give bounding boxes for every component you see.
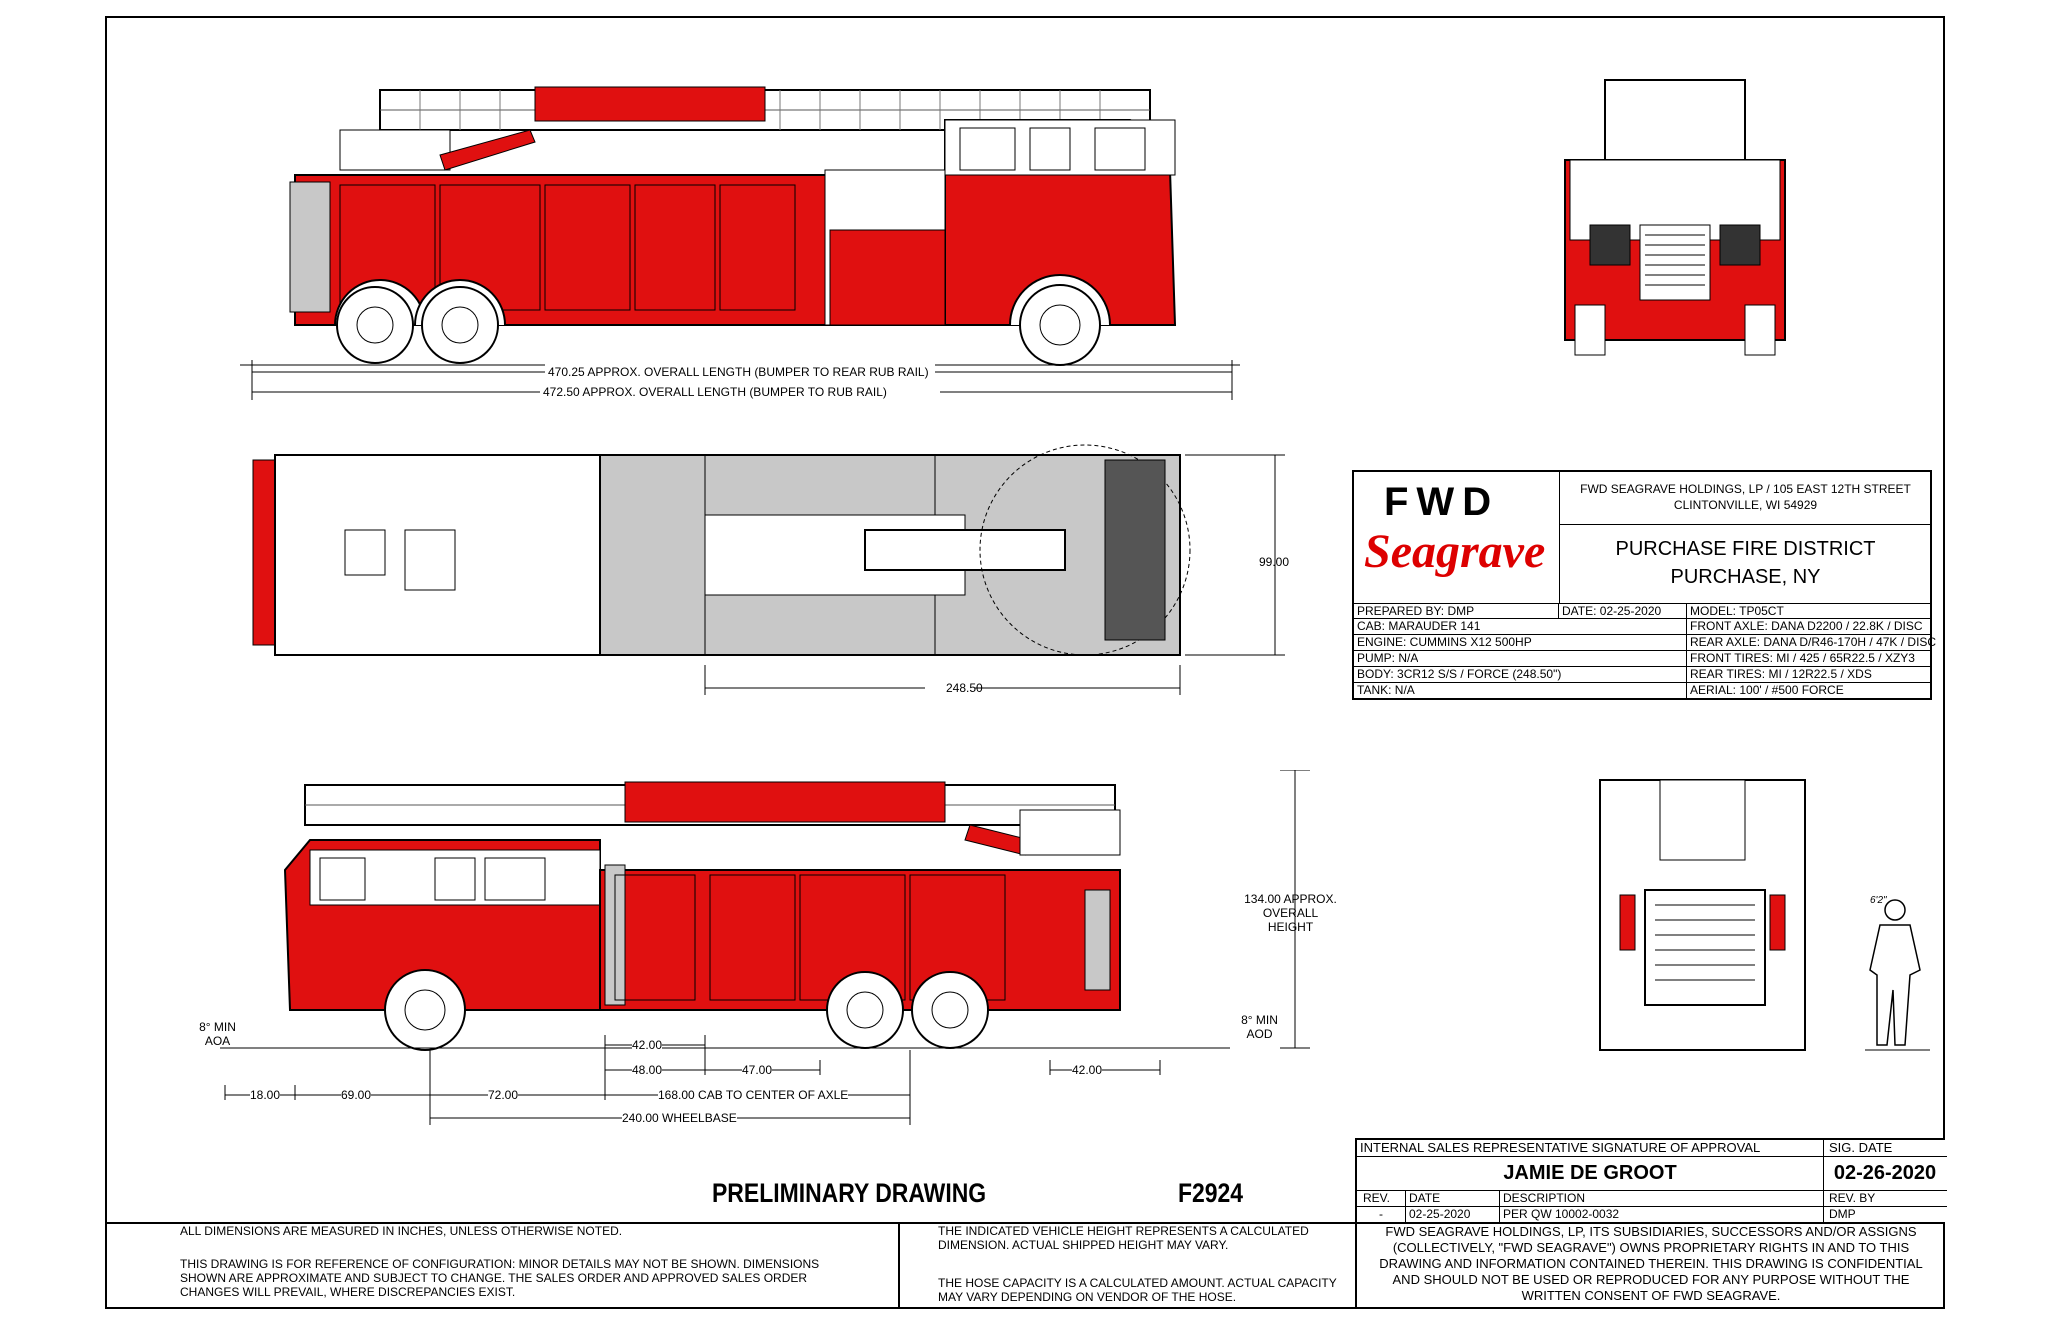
pump-spec: PUMP: N/A	[1357, 651, 1419, 665]
top-view	[252, 444, 1285, 696]
customer-line1: PURCHASE FIRE DISTRICT	[1615, 538, 1876, 560]
date-label: DATE	[1409, 1191, 1441, 1205]
dim-48: 48.00	[632, 1063, 663, 1077]
note-2: THIS DRAWING IS FOR REFERENCE OF CONFIGU…	[180, 1257, 820, 1299]
ladder-red-section-2	[624, 781, 946, 823]
signature-date: 02-26-2020	[1833, 1162, 1937, 1184]
dim-42b: 42.00	[1072, 1063, 1103, 1077]
aoa-label: 8° MIN AOA	[199, 1020, 236, 1048]
date: DATE: 02-25-2020	[1562, 604, 1662, 618]
title-block: FWD Seagrave FWD SEAGRAVE HOLDINGS, LP /…	[1352, 470, 1936, 700]
fwd-logo: FWD	[1384, 480, 1500, 524]
dim-240: 240.00 WHEELBASE	[622, 1111, 737, 1125]
aod-label: 8° MIN AOD	[1241, 1013, 1278, 1041]
approver-name: JAMIE DE GROOT	[1503, 1162, 1677, 1184]
model: MODEL: TP05CT	[1690, 604, 1784, 618]
rev-by-label: REV. BY	[1829, 1191, 1876, 1205]
dim-168: 168.00 CAB TO CENTER OF AXLE	[658, 1088, 849, 1102]
length-rub-label: 472.50 APPROX. OVERALL LENGTH (BUMPER TO…	[543, 385, 887, 399]
front-axle-spec: FRONT AXLE: DANA D2200 / 22.8K / DISC	[1690, 619, 1923, 633]
height-label: 134.00 APPROX. OVERALL HEIGHT	[1244, 892, 1337, 934]
side-view-top	[240, 86, 1240, 366]
note-1: ALL DIMENSIONS ARE MEASURED IN INCHES, U…	[180, 1224, 623, 1238]
dim-72: 72.00	[488, 1088, 519, 1102]
rev-by: DMP	[1829, 1207, 1856, 1221]
note-3: THE INDICATED VEHICLE HEIGHT REPRESENTS …	[938, 1224, 1309, 1252]
cab-spec: CAB: MARAUDER 141	[1357, 619, 1481, 633]
company-line1: FWD SEAGRAVE HOLDINGS, LP / 105 EAST 12T…	[1580, 482, 1911, 496]
turntable-length-label: 248.50	[946, 681, 983, 695]
dim-18: 18.00	[250, 1088, 281, 1102]
length-rear-rub-label: 470.25 APPROX. OVERALL LENGTH (BUMPER TO…	[548, 365, 929, 379]
note-4: THE HOSE CAPACITY IS A CALCULATED AMOUNT…	[938, 1276, 1337, 1304]
customer-line2: PURCHASE, NY	[1670, 566, 1821, 588]
rear-tires-spec: REAR TIRES: MI / 12R22.5 / XDS	[1690, 667, 1872, 681]
rev-label: REV.	[1363, 1191, 1390, 1205]
drawing-number: F2924	[1178, 1178, 1244, 1208]
rev-date: 02-25-2020	[1409, 1207, 1471, 1221]
approval-header: INTERNAL SALES REPRESENTATIVE SIGNATURE …	[1360, 1141, 1761, 1155]
person-silhouette	[1869, 899, 1921, 1046]
body-spec: BODY: 3CR12 S/S / FORCE (248.50")	[1357, 667, 1562, 681]
length-dims	[251, 360, 1233, 400]
front-tires-spec: FRONT TIRES: MI / 425 / 65R22.5 / XZY3	[1690, 651, 1915, 665]
side-view-bottom	[220, 770, 1310, 1051]
front-view	[1564, 79, 1786, 356]
company-line2: CLINTONVILLE, WI 54929	[1673, 498, 1818, 512]
width-label: 99.00	[1259, 555, 1290, 569]
dim-47: 47.00	[742, 1063, 773, 1077]
sig-date-label: SIG. DATE	[1829, 1141, 1893, 1155]
rev-description: PER QW 10002-0032	[1503, 1207, 1620, 1221]
seagrave-logo: Seagrave	[1364, 525, 1546, 578]
rev-value: -	[1379, 1207, 1383, 1221]
ladder-top	[864, 529, 1066, 571]
drawing-frame	[105, 16, 1945, 1309]
drawing-status: PRELIMINARY DRAWING	[712, 1178, 987, 1208]
ladder-red-section	[534, 86, 766, 122]
prepared-by: PREPARED BY: DMP	[1357, 604, 1475, 618]
rear-axle-spec: REAR AXLE: DANA D/R46-170H / 47K / DISC	[1690, 635, 1937, 649]
person-height-label: 6'2"	[1870, 895, 1887, 906]
tank-spec: TANK: N/A	[1357, 683, 1415, 697]
description-label: DESCRIPTION	[1503, 1191, 1586, 1205]
engine-spec: ENGINE: CUMMINS X12 500HP	[1357, 635, 1532, 649]
rear-view	[1599, 779, 1930, 1051]
dim-42a: 42.00	[632, 1038, 663, 1052]
dim-69: 69.00	[341, 1088, 372, 1102]
note-proprietary: FWD SEAGRAVE HOLDINGS, LP, ITS SUBSIDIAR…	[1379, 1224, 1923, 1303]
approval-block: INTERNAL SALES REPRESENTATIVE SIGNATURE …	[1355, 1138, 1947, 1224]
aerial-spec: AERIAL: 100' / #500 FORCE	[1690, 683, 1844, 697]
